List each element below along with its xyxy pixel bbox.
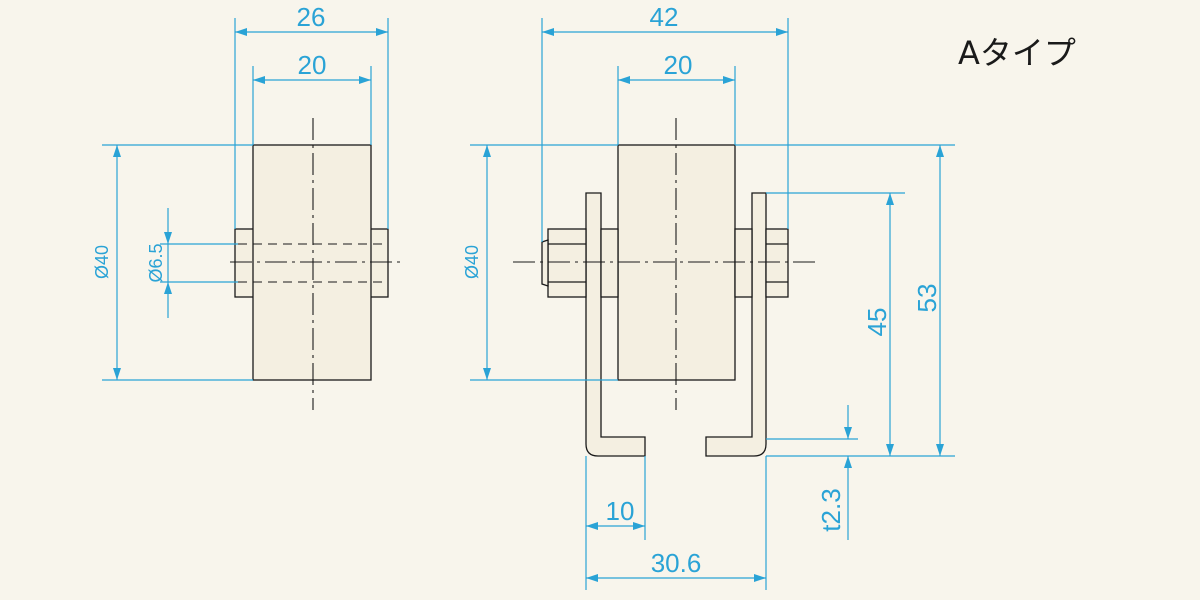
right-dim-20: 20 — [664, 50, 693, 80]
right-dim-42: 42 — [650, 2, 679, 32]
right-bracket-right — [705, 192, 767, 457]
right-dim-45: 45 — [862, 308, 892, 337]
right-nut-right — [765, 228, 789, 298]
right-dim-t2.3: t2.3 — [816, 488, 846, 531]
left-dim-26: 26 — [297, 2, 326, 32]
right-nut-left — [547, 228, 587, 298]
left-view: 26 20 Ø40 Ø6.5 — [92, 2, 400, 410]
left-nut-right — [368, 228, 389, 298]
left-dim-diameter-40: Ø40 — [92, 245, 112, 279]
left-dim-20: 20 — [298, 50, 327, 80]
right-dim-30.6: 30.6 — [651, 548, 702, 578]
right-dim-53: 53 — [912, 284, 942, 313]
right-view: 42 20 Ø40 53 45 t2.3 10 30.6 — [462, 2, 955, 590]
right-bolt-end — [541, 239, 549, 287]
right-dim-10: 10 — [606, 496, 635, 526]
left-nut-left — [234, 228, 256, 298]
left-dim-diameter-6.5: Ø6.5 — [146, 243, 166, 282]
drawing-title: Aタイプ — [958, 34, 1076, 72]
right-dim-diameter-40: Ø40 — [462, 245, 482, 279]
right-spacer-right — [734, 228, 753, 298]
right-spacer-left — [600, 228, 619, 298]
